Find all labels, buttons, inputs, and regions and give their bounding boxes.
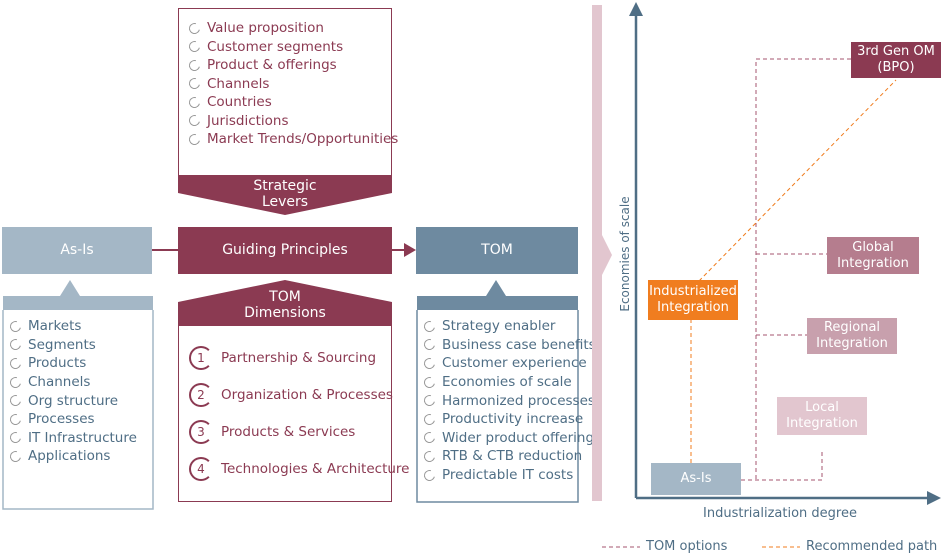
list-item: Market Trends/Opportunities bbox=[186, 130, 398, 149]
circle-bullet-icon bbox=[7, 448, 24, 464]
circle-bullet-icon bbox=[186, 131, 203, 147]
number-badge-icon: 2 bbox=[189, 382, 213, 407]
arrow-right-icon bbox=[404, 243, 416, 257]
list-item: Channels bbox=[7, 373, 137, 392]
circle-bullet-icon bbox=[7, 430, 24, 446]
circle-bullet-icon bbox=[186, 76, 203, 92]
circle-bullet-icon bbox=[421, 355, 438, 371]
circle-bullet-icon bbox=[421, 430, 438, 446]
list-item: IT Infrastructure bbox=[7, 429, 137, 448]
list-item: RTB & CTB reduction bbox=[421, 447, 596, 466]
circle-bullet-icon bbox=[7, 318, 24, 334]
list-item: Markets bbox=[7, 317, 137, 336]
list-item: Harmonized processes bbox=[421, 391, 596, 410]
list-item: Customer experience bbox=[421, 354, 596, 373]
y-axis-arrow-icon bbox=[629, 2, 643, 16]
circle-bullet-icon bbox=[421, 448, 438, 464]
chart-canvas bbox=[602, 2, 941, 548]
as-is-list: Markets Segments Products Channels Org s… bbox=[7, 317, 137, 466]
list-item: Segments bbox=[7, 336, 137, 355]
list-item: Wider product offering bbox=[421, 429, 596, 448]
guiding-principles-bar: Guiding Principles bbox=[178, 227, 392, 274]
number-badge-icon: 1 bbox=[189, 345, 213, 370]
circle-bullet-icon bbox=[7, 374, 24, 390]
circle-bullet-icon bbox=[421, 411, 438, 427]
tom-connector-line bbox=[392, 249, 406, 251]
strategic-levers-list: Value proposition Customer segments Prod… bbox=[186, 19, 398, 149]
list-item: Channels bbox=[186, 75, 398, 94]
legend-recommended-path: Recommended path bbox=[806, 539, 938, 554]
x-axis-arrow-icon bbox=[927, 491, 941, 505]
tom-dimensions-label: TOM Dimensions bbox=[244, 288, 326, 321]
circle-bullet-icon bbox=[7, 411, 24, 427]
number-badge-icon: 3 bbox=[189, 419, 213, 444]
circle-bullet-icon bbox=[186, 94, 203, 110]
tom-header: TOM bbox=[416, 227, 578, 274]
chart-box-as-is: As-Is bbox=[651, 463, 741, 495]
circle-bullet-icon bbox=[421, 467, 438, 483]
circle-bullet-icon bbox=[421, 337, 438, 353]
tom-options-paths bbox=[741, 58, 851, 481]
circle-bullet-icon bbox=[421, 393, 438, 409]
circle-bullet-icon bbox=[7, 337, 24, 353]
list-item: Processes bbox=[7, 410, 137, 429]
recommended-path bbox=[690, 79, 897, 463]
chart-box-global-integration: Global Integration bbox=[827, 237, 919, 274]
circle-bullet-icon bbox=[186, 39, 203, 55]
list-item: Countries bbox=[186, 93, 398, 112]
tom-dimensions-arrow bbox=[178, 280, 392, 326]
list-item: Product & offerings bbox=[186, 56, 398, 75]
separator-arrow bbox=[592, 5, 612, 501]
chart-box-3rd-gen-om: 3rd Gen OM (BPO) bbox=[851, 42, 941, 78]
asis-connector-line bbox=[152, 249, 178, 251]
circle-bullet-icon bbox=[186, 57, 203, 73]
list-item: Applications bbox=[7, 447, 137, 466]
as-is-callout bbox=[2, 280, 154, 510]
list-item: Customer segments bbox=[186, 38, 398, 57]
circle-bullet-icon bbox=[7, 355, 24, 371]
list-item: Strategy enabler bbox=[421, 317, 596, 336]
circle-bullet-icon bbox=[7, 393, 24, 409]
list-item: Business case benefits bbox=[421, 336, 596, 355]
number-badge-icon: 4 bbox=[189, 456, 213, 481]
list-item: Products bbox=[7, 354, 137, 373]
strategic-levers-arrow bbox=[178, 175, 392, 215]
list-item: Value proposition bbox=[186, 19, 398, 38]
tom-callout bbox=[416, 280, 579, 503]
chart-box-regional-integration: Regional Integration bbox=[807, 318, 897, 354]
circle-bullet-icon bbox=[421, 318, 438, 334]
y-axis-label: Economies of scale bbox=[618, 196, 632, 312]
chart-box-industrialized-integration: Industrialized Integration bbox=[648, 280, 738, 320]
list-item: Predictable IT costs bbox=[421, 466, 596, 485]
tom-list: Strategy enabler Business case benefits … bbox=[421, 317, 596, 485]
as-is-header: As-Is bbox=[2, 227, 152, 274]
x-axis-label: Industrialization degree bbox=[703, 506, 857, 521]
legend-tom-options: TOM options bbox=[646, 539, 728, 554]
circle-bullet-icon bbox=[186, 113, 203, 129]
list-item: Economies of scale bbox=[421, 373, 596, 392]
list-item: Jurisdictions bbox=[186, 112, 398, 131]
chart-box-local-integration: Local Integration bbox=[777, 397, 867, 435]
strategic-levers-box: Value proposition Customer segments Prod… bbox=[178, 8, 398, 176]
circle-bullet-icon bbox=[186, 20, 203, 36]
circle-bullet-icon bbox=[421, 374, 438, 390]
list-item: Productivity increase bbox=[421, 410, 596, 429]
list-item: Org structure bbox=[7, 391, 137, 410]
strategic-levers-label: Strategic Levers bbox=[253, 177, 317, 210]
